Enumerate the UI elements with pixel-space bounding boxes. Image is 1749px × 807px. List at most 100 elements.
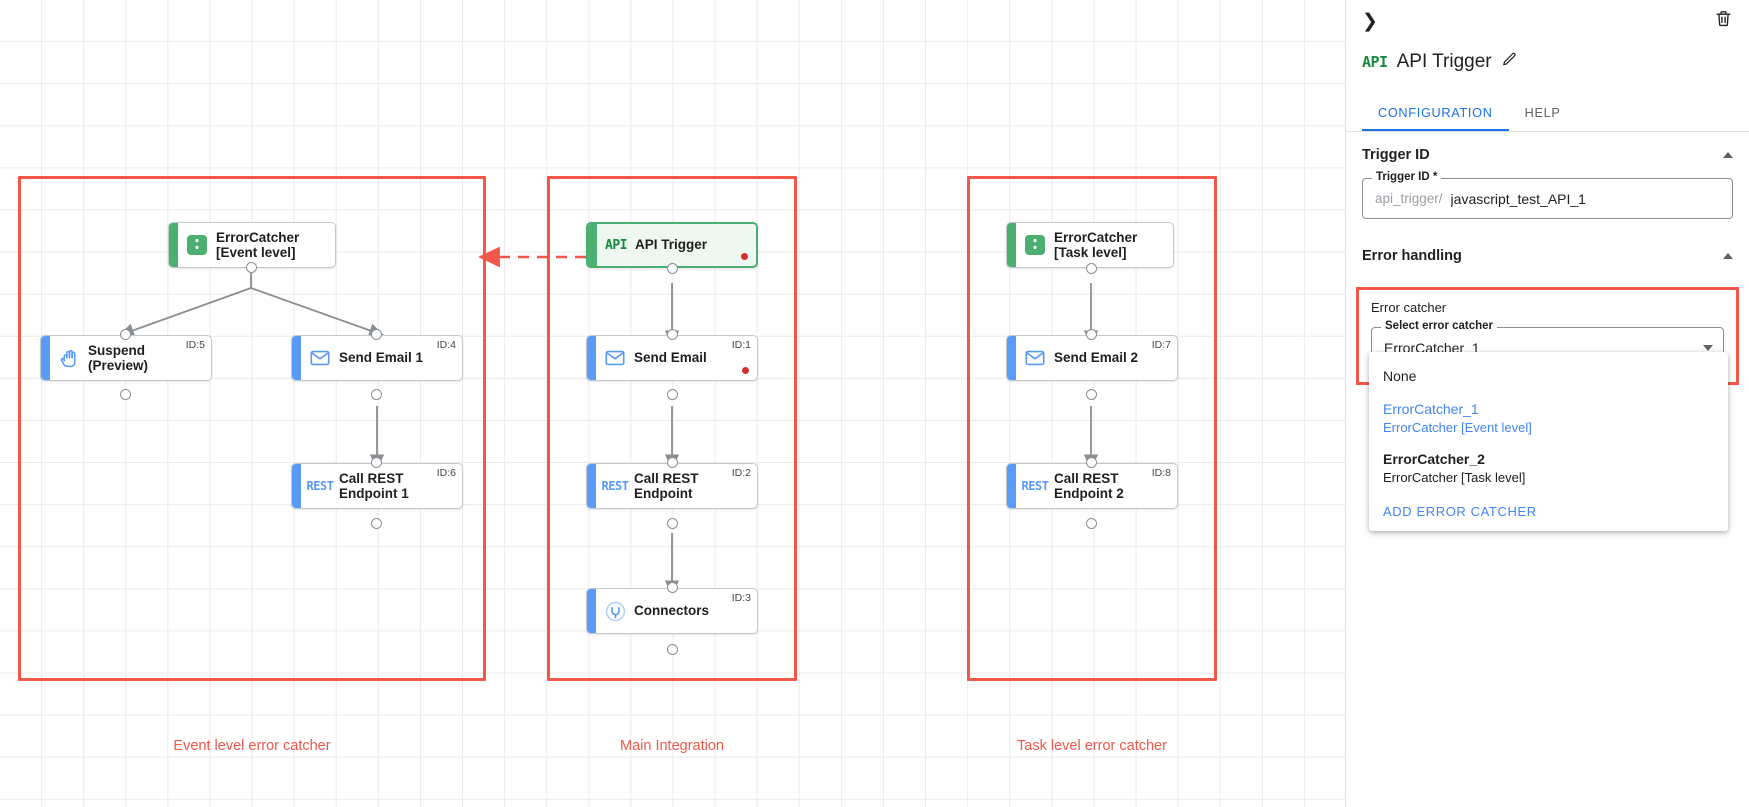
option-primary-text: ErrorCatcher_1 [1383,400,1479,417]
node-id-tag: ID:8 [1151,467,1171,479]
port-send-email-in[interactable] [667,329,678,340]
node-label: Send Email 2 [1054,350,1139,366]
chevron-up-icon[interactable] [1723,253,1733,259]
group-label-task-level: Task level error catcher [1017,738,1167,754]
trigger-id-prefix: api_trigger/ [1375,191,1443,206]
node-send-email[interactable]: Send Email ID:1 [586,335,758,381]
node-label: Send Email [634,350,707,366]
group-box-event-level[interactable] [18,176,486,681]
tab-help[interactable]: HELP [1524,106,1561,120]
dropdown-option-errorcatcher-2[interactable]: ErrorCatcher_2 ErrorCatcher [Task level] [1369,443,1728,493]
trigger-id-field[interactable]: Trigger ID * api_trigger/ [1362,171,1733,219]
port-call-rest-in[interactable] [667,457,678,468]
hand-icon [50,336,88,380]
error-catcher-highlight-block: Error catcher Select error catcher Error… [1356,287,1739,531]
port-errorcatcher-task-out[interactable] [1086,263,1097,274]
node-id-tag: ID:3 [731,592,751,604]
node-errorcatcher-task[interactable]: ErrorCatcher [Task level] [1006,222,1174,268]
error-catcher-caption: Error catcher [1371,300,1447,315]
section-title: Error handling [1362,248,1462,264]
option-secondary-text: ErrorCatcher [Event level] [1383,419,1532,435]
node-label: API Trigger [635,237,708,253]
rest-icon: REST [306,479,334,493]
port-call-rest-2-in[interactable] [1086,457,1097,468]
port-suspend-out[interactable] [120,389,131,400]
rest-icon: REST [1021,479,1049,493]
node-send-email-1[interactable]: Send Email 1 ID:4 [291,335,463,381]
node-label: ErrorCatcher [Task level] [1054,229,1138,260]
port-send-email-1-out[interactable] [371,389,382,400]
group-label-event-level: Event level error catcher [173,738,331,754]
node-accent-bar [1007,336,1016,380]
envelope-icon [301,336,339,380]
dropdown-option-errorcatcher-1[interactable]: ErrorCatcher_1 ErrorCatcher [Event level… [1369,393,1728,443]
connectors-icon [596,589,634,633]
envelope-icon [596,336,634,380]
node-accent-bar [292,336,301,380]
node-accent-bar [292,464,301,508]
port-call-rest-2-out[interactable] [1086,518,1097,529]
node-call-rest-endpoint-1[interactable]: REST Call REST Endpoint 1 ID:6 [291,463,463,509]
port-suspend-in[interactable] [120,329,131,340]
port-connectors-out[interactable] [667,644,678,655]
error-catcher-dropdown[interactable]: None ErrorCatcher_1 ErrorCatcher [Event … [1369,352,1728,531]
add-error-catcher-button[interactable]: ADD ERROR CATCHER [1383,503,1537,519]
option-secondary-text: ErrorCatcher [Task level] [1383,470,1526,486]
port-send-email-2-out[interactable] [1086,389,1097,400]
node-api-trigger[interactable]: API API Trigger [586,222,758,268]
trash-icon[interactable] [1714,9,1733,33]
section-header-error-handling[interactable]: Error handling [1362,233,1733,279]
node-accent-bar [169,223,178,267]
port-connectors-in[interactable] [667,582,678,593]
port-api-trigger-out[interactable] [667,263,678,274]
node-accent-bar [41,336,50,380]
node-call-rest-endpoint[interactable]: REST Call REST Endpoint ID:2 [586,463,758,509]
node-label: Send Email 1 [339,350,424,366]
port-send-email-1-in[interactable] [371,329,382,340]
node-send-email-2[interactable]: Send Email 2 ID:7 [1006,335,1178,381]
port-call-rest-out[interactable] [667,518,678,529]
node-accent-bar [1007,223,1016,267]
section-header-trigger-id[interactable]: Trigger ID [1362,132,1733,178]
error-catcher-icon [178,223,216,267]
node-label: Call REST Endpoint 1 [339,470,409,501]
port-call-rest-1-out[interactable] [371,518,382,529]
node-suspend[interactable]: Suspend (Preview) ID:5 [40,335,212,381]
api-icon: API [1362,52,1388,71]
group-box-task-level[interactable] [967,176,1217,681]
node-label: Suspend (Preview) [88,342,149,373]
pencil-icon[interactable] [1501,51,1518,73]
tab-configuration[interactable]: CONFIGURATION [1362,96,1509,131]
node-label: Connectors [634,603,710,619]
node-label: Call REST Endpoint [634,470,699,501]
trigger-id-input[interactable] [1448,189,1720,208]
panel-tabs: CONFIGURATION HELP [1346,96,1749,132]
port-errorcatcher-event-out[interactable] [246,262,257,273]
api-icon: API [605,237,627,253]
workflow-canvas[interactable]: Event level error catcher Main Integrati… [0,0,1345,807]
chevron-up-icon[interactable] [1723,152,1733,158]
group-box-main-integration[interactable] [547,176,797,681]
node-accent-bar [587,464,596,508]
node-connectors[interactable]: Connectors ID:3 [586,588,758,634]
node-label: Call REST Endpoint 2 [1054,470,1124,501]
properties-panel: ❯ API API Trigger CONFIGU [1345,0,1749,807]
chevron-right-icon[interactable]: ❯ [1362,10,1378,32]
node-status-dot [742,367,749,374]
group-label-main-integration: Main Integration [620,738,724,754]
select-error-catcher-value: ErrorCatcher_1 [1384,339,1480,356]
dropdown-option-none[interactable]: None [1369,360,1728,393]
node-id-tag: ID:7 [1151,339,1171,351]
section-title: Trigger ID [1362,147,1430,163]
node-id-tag: ID:4 [436,339,456,351]
section-error-handling: Error handling [1346,233,1749,279]
chevron-down-icon[interactable] [1703,344,1713,351]
port-call-rest-1-in[interactable] [371,457,382,468]
node-call-rest-endpoint-2[interactable]: REST Call REST Endpoint 2 ID:8 [1006,463,1178,509]
panel-title-row: API API Trigger [1346,42,1749,82]
envelope-icon [1016,336,1054,380]
panel-topbar: ❯ [1346,0,1749,42]
port-send-email-out[interactable] [667,389,678,400]
port-send-email-2-in[interactable] [1086,329,1097,340]
